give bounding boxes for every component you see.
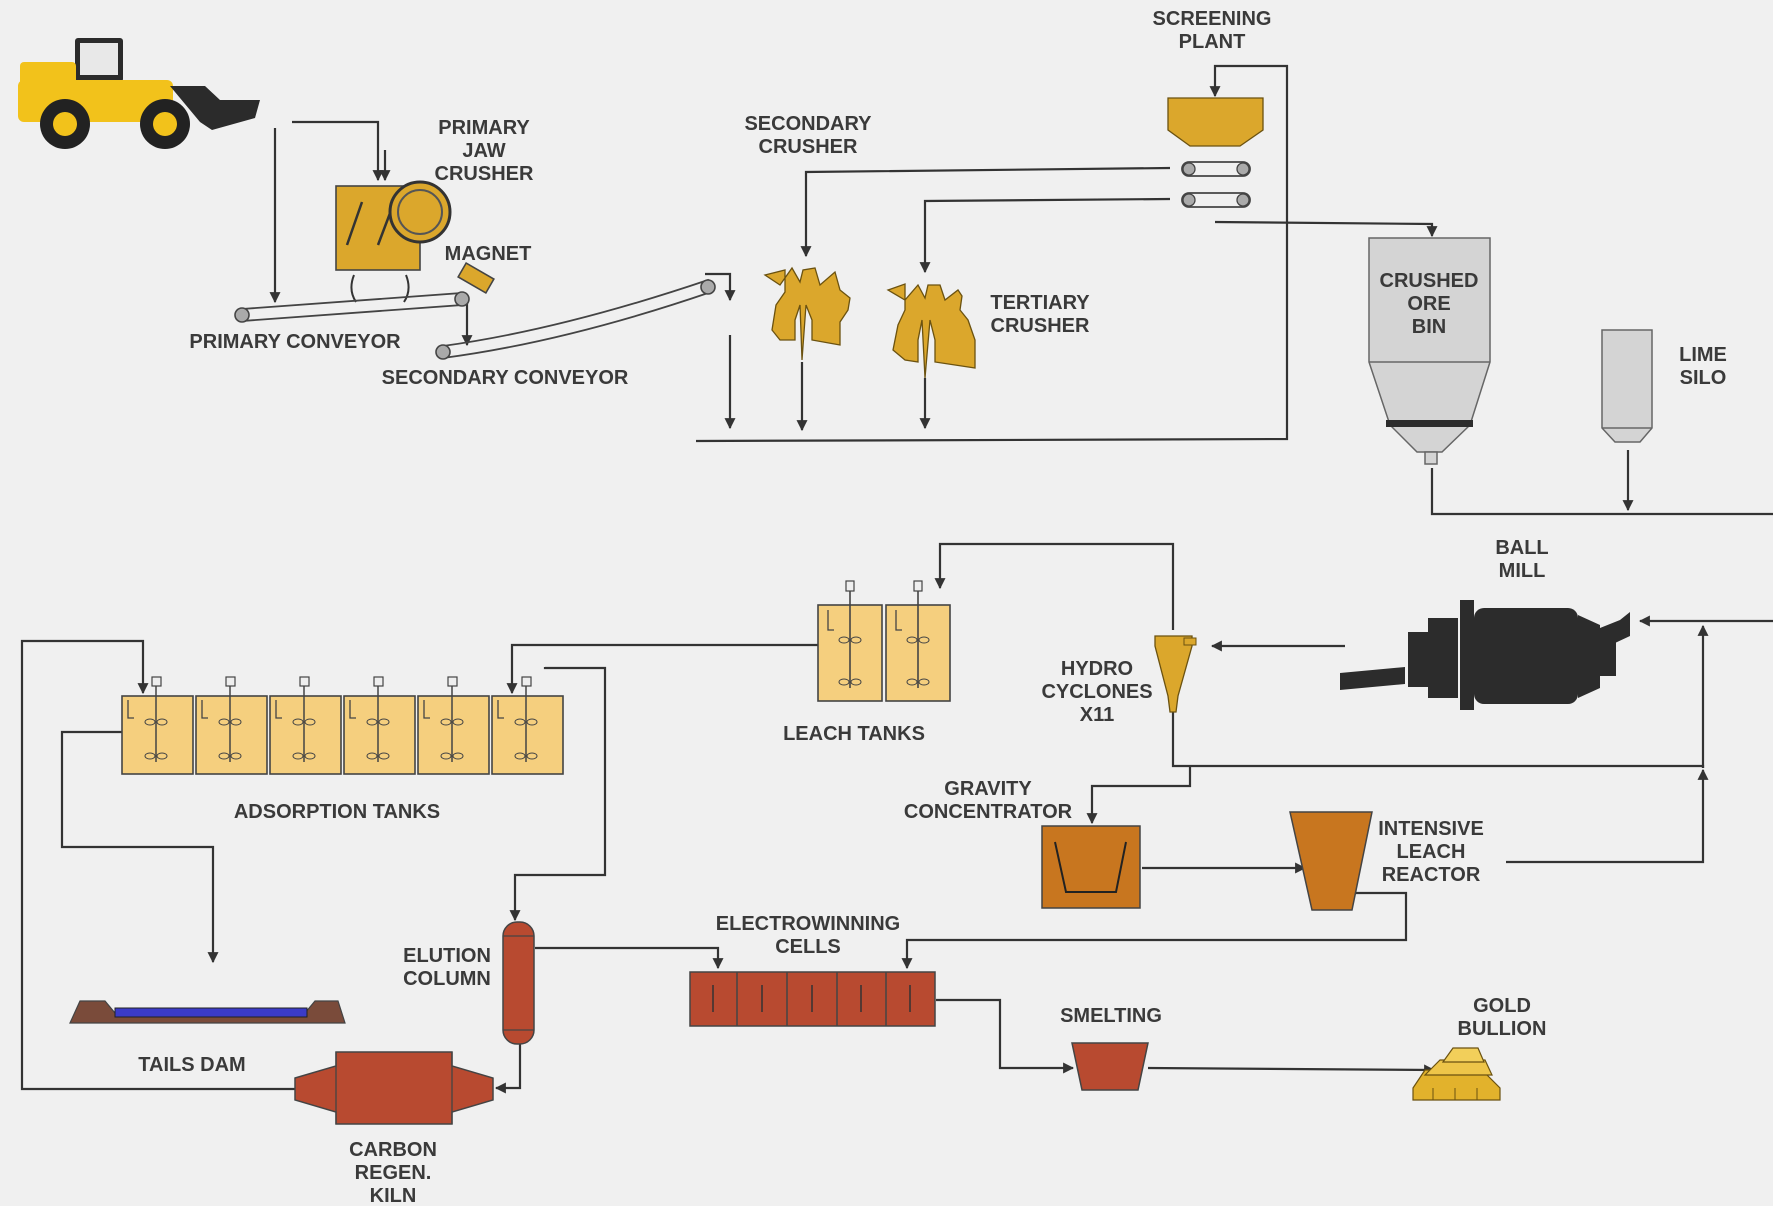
electrowinning-cells (690, 972, 935, 1026)
elution-column (503, 922, 534, 1044)
gravity-concentrator (1042, 826, 1140, 908)
label-hydro-cyclones-line: X11 (1080, 704, 1114, 726)
gold-bullion-icon (1413, 1048, 1500, 1100)
label-tertiary-crusher-line: CRUSHER (991, 315, 1090, 337)
carbon-regen-kiln (295, 1052, 493, 1124)
label-lime-silo-line: LIME (1679, 344, 1727, 366)
label-intensive-leach-reactor-line: LEACH (1397, 841, 1466, 863)
primary-conveyor (235, 292, 469, 322)
label-crushed-ore-bin-line: ORE (1407, 293, 1450, 315)
label-primary-jaw-crusher-line: CRUSHER (435, 163, 534, 185)
label-primary-jaw-crusher-line: PRIMARY (438, 117, 530, 139)
secondary-crusher (765, 268, 850, 360)
label-secondary-crusher-line: CRUSHER (759, 136, 858, 158)
label-smelting-line: SMELTING (1060, 1005, 1162, 1027)
label-tertiary-crusher-line: TERTIARY (990, 292, 1090, 314)
label-gold-bullion-line: GOLD (1473, 995, 1531, 1017)
label-carbon-regen-kiln-line: CARBON (349, 1139, 437, 1161)
front-loader-icon (18, 38, 260, 149)
label-carbon-regen-kiln-line: REGEN. (355, 1162, 432, 1184)
label-secondary-crusher-line: SECONDARY (744, 113, 872, 135)
label-intensive-leach-reactor-line: REACTOR (1382, 864, 1481, 886)
label-magnet: MAGNET (445, 243, 532, 265)
lime-silo (1602, 330, 1652, 442)
smelting-furnace (1072, 1043, 1148, 1090)
label-leach-tanks: LEACH TANKS (783, 723, 925, 745)
intensive-leach-reactor (1290, 812, 1372, 910)
hydro-cyclones (1155, 636, 1196, 712)
ball-mill (1340, 600, 1630, 710)
label-elution-column-line: ELUTION (403, 945, 491, 967)
adsorption-tank (122, 677, 193, 774)
label-electrowinning-cells-line: CELLS (775, 936, 841, 958)
primary-jaw-crusher (336, 182, 450, 302)
leach-tank (886, 581, 950, 701)
label-intensive-leach-reactor-line: INTENSIVE (1378, 818, 1484, 840)
screening-plant (1168, 98, 1263, 207)
label-secondary-conveyor: SECONDARY CONVEYOR (382, 367, 629, 389)
label-smelting: SMELTING (1060, 1005, 1162, 1027)
label-lime-silo-line: SILO (1680, 367, 1727, 389)
adsorption-tank (344, 677, 415, 774)
label-tails-dam: TAILS DAM (138, 1054, 245, 1076)
label-leach-tanks-line: LEACH TANKS (783, 723, 925, 745)
adsorption-tank (492, 677, 563, 774)
label-primary-jaw-crusher-line: JAW (462, 140, 505, 162)
label-hydro-cyclones-line: HYDRO (1061, 658, 1133, 680)
label-electrowinning-cells-line: ELECTROWINNING (716, 913, 900, 935)
adsorption-tank (196, 677, 267, 774)
label-hydro-cyclones-line: CYCLONES (1041, 681, 1152, 703)
label-carbon-regen-kiln-line: KILN (370, 1185, 417, 1206)
label-magnet-line: MAGNET (445, 243, 532, 265)
label-screening-plant-line: PLANT (1179, 31, 1246, 53)
label-secondary-conveyor-line: SECONDARY CONVEYOR (382, 367, 629, 389)
secondary-conveyor (436, 280, 715, 359)
label-tails-dam-line: TAILS DAM (138, 1054, 245, 1076)
adsorption-tanks (122, 677, 563, 774)
label-ball-mill-line: BALL (1495, 537, 1548, 559)
label-gravity-concentrator-line: GRAVITY (944, 778, 1032, 800)
label-adsorption-tanks: ADSORPTION TANKS (234, 801, 440, 823)
leach-tank (818, 581, 882, 701)
label-elution-column-line: COLUMN (403, 968, 491, 990)
label-adsorption-tanks-line: ADSORPTION TANKS (234, 801, 440, 823)
label-gold-bullion-line: BULLION (1458, 1018, 1547, 1040)
adsorption-tank (418, 677, 489, 774)
label-crushed-ore-bin-line: CRUSHED (1380, 270, 1479, 292)
label-primary-conveyor-line: PRIMARY CONVEYOR (189, 331, 401, 353)
label-primary-conveyor: PRIMARY CONVEYOR (189, 331, 401, 353)
tertiary-crusher (888, 284, 975, 378)
leach-tanks (818, 581, 950, 701)
label-crushed-ore-bin-line: BIN (1412, 316, 1446, 338)
label-screening-plant-line: SCREENING (1153, 8, 1272, 30)
tails-dam (70, 1001, 345, 1023)
label-gravity-concentrator-line: CONCENTRATOR (904, 801, 1073, 823)
label-ball-mill-line: MILL (1499, 560, 1546, 582)
adsorption-tank (270, 677, 341, 774)
magnet (458, 263, 494, 293)
